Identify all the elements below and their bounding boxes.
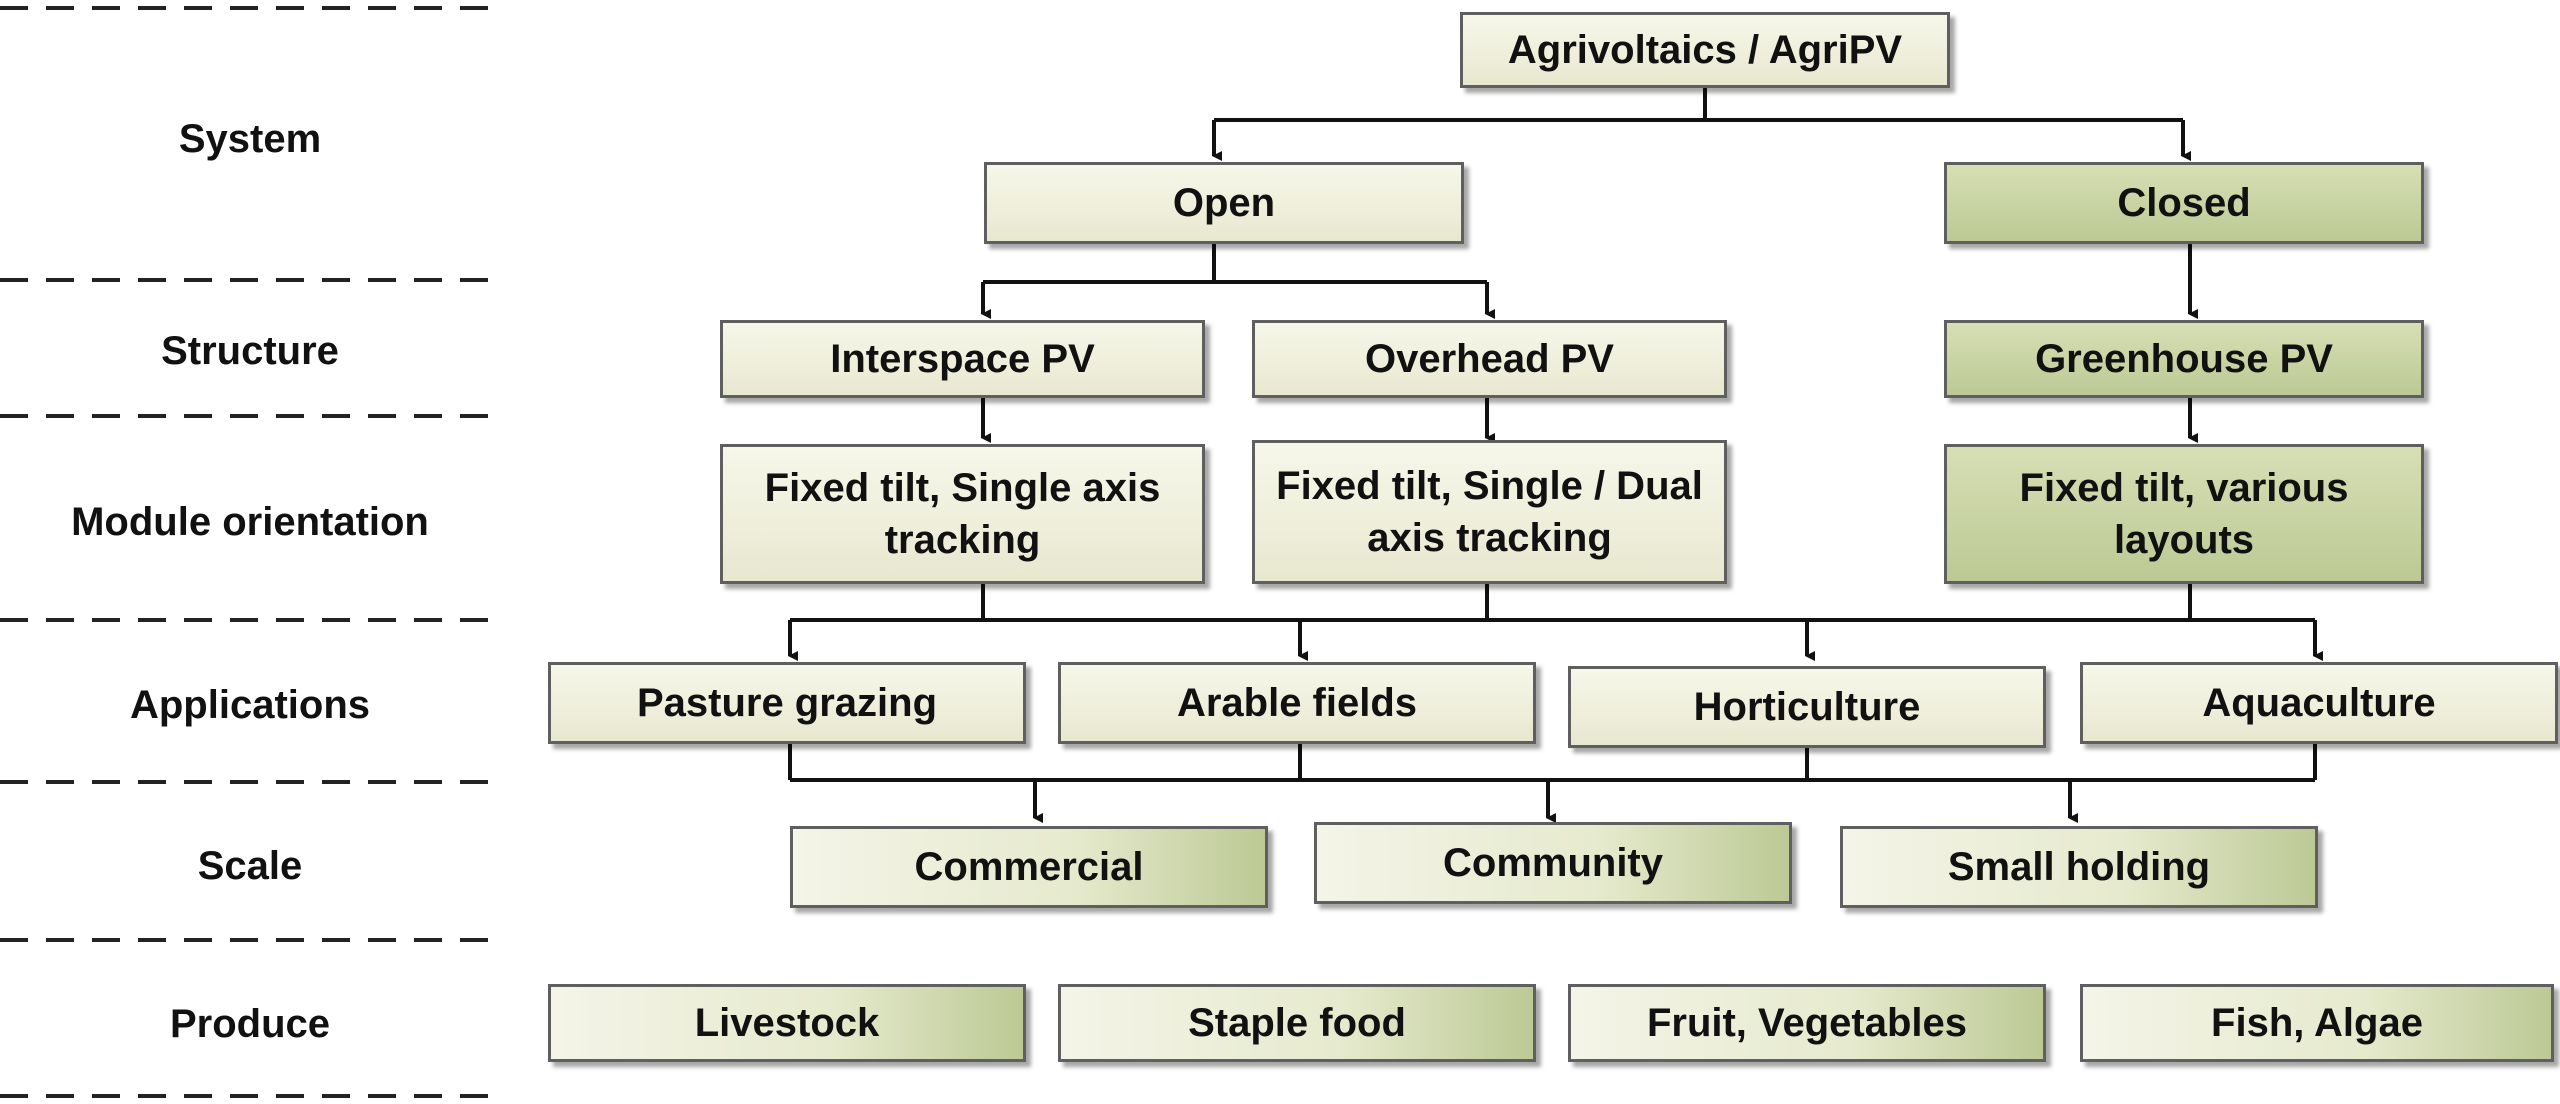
- node-small-holding: Small holding: [1840, 826, 2318, 908]
- node-fish-algae: Fish, Algae: [2080, 984, 2554, 1062]
- node-orientation-interspace: Fixed tilt, Single axis tracking: [720, 444, 1205, 584]
- node-orientation-greenhouse: Fixed tilt, various layouts: [1944, 444, 2424, 584]
- node-closed: Closed: [1944, 162, 2424, 244]
- node-agrivoltaics: Agrivoltaics / AgriPV: [1460, 12, 1950, 88]
- node-orientation-overhead: Fixed tilt, Single / Dual axis tracking: [1252, 440, 1727, 584]
- node-overhead-pv: Overhead PV: [1252, 320, 1727, 398]
- node-interspace-pv: Interspace PV: [720, 320, 1205, 398]
- node-arable-fields: Arable fields: [1058, 662, 1536, 744]
- node-community: Community: [1314, 822, 1792, 904]
- node-greenhouse-pv: Greenhouse PV: [1944, 320, 2424, 398]
- level-label-structure: Structure: [161, 329, 339, 373]
- node-fruit-vegetables: Fruit, Vegetables: [1568, 984, 2046, 1062]
- level-label-module-orientation: Module orientation: [71, 500, 429, 544]
- level-separators: [0, 6, 500, 1098]
- node-staple-food: Staple food: [1058, 984, 1536, 1062]
- node-pasture-grazing: Pasture grazing: [548, 662, 1026, 744]
- node-commercial: Commercial: [790, 826, 1268, 908]
- node-aquaculture: Aquaculture: [2080, 662, 2558, 744]
- node-horticulture: Horticulture: [1568, 666, 2046, 748]
- level-label-scale: Scale: [197, 844, 303, 888]
- level-label-produce: Produce: [169, 1002, 331, 1046]
- node-open: Open: [984, 162, 1464, 244]
- level-label-applications: Applications: [129, 683, 371, 727]
- tree-connectors: [788, 88, 2323, 823]
- node-livestock: Livestock: [548, 984, 1026, 1062]
- level-label-system: System: [178, 117, 322, 161]
